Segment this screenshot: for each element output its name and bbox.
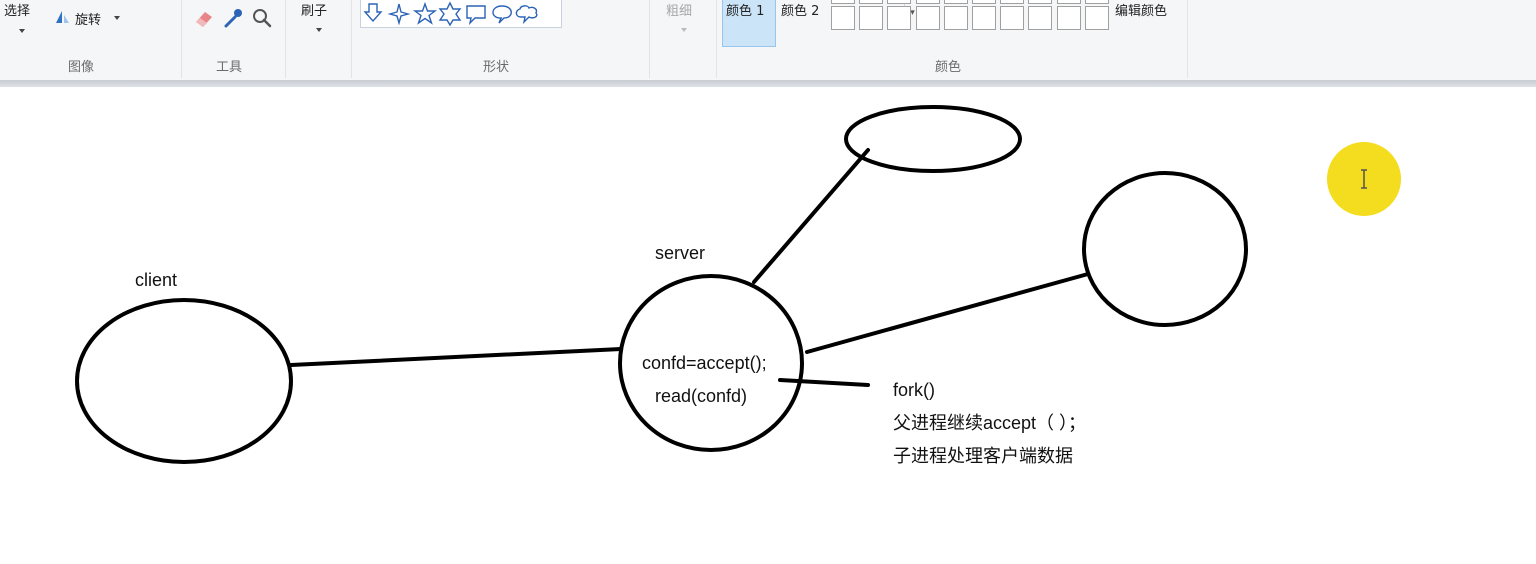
- size-dropdown-icon: [681, 28, 687, 32]
- text-cursor-icon: [1361, 169, 1367, 189]
- server-code-line1: confd=accept();: [642, 353, 767, 373]
- rect-callout-shape: [466, 5, 486, 26]
- fork-label: fork(): [893, 380, 935, 400]
- magnifier-icon[interactable]: [251, 7, 273, 29]
- rotate-icon[interactable]: [53, 8, 71, 26]
- color1-button[interactable]: [722, 0, 776, 47]
- color-swatch[interactable]: [1028, 6, 1053, 30]
- shapes-gallery[interactable]: ▾: [360, 0, 915, 28]
- color-swatch[interactable]: [972, 0, 996, 4]
- color1-label[interactable]: 颜色 1: [726, 4, 765, 19]
- brush-button[interactable]: 刷子: [301, 4, 328, 19]
- color-swatch[interactable]: [1000, 0, 1025, 4]
- select-dropdown-icon[interactable]: [19, 29, 25, 33]
- five-point-star-shape: [412, 1, 438, 25]
- cloud-callout-shape: [515, 5, 538, 25]
- color-swatch[interactable]: [1084, 0, 1109, 4]
- color-swatch[interactable]: [887, 0, 912, 4]
- fork-pointer-line: [778, 378, 870, 387]
- size-button: 粗细: [666, 4, 693, 19]
- rotate-dropdown-icon[interactable]: [114, 16, 120, 20]
- group-divider: [1187, 0, 1188, 78]
- rotate-button[interactable]: 旋转: [75, 13, 102, 28]
- color-swatch[interactable]: [887, 6, 912, 30]
- server-label: server: [655, 243, 706, 263]
- color-swatch[interactable]: [1084, 6, 1109, 30]
- ribbon-edge: [0, 80, 1536, 87]
- color-swatch[interactable]: [859, 0, 884, 4]
- parent-note: 父进程继续accept（ ）；: [893, 413, 1087, 433]
- brush-dropdown-icon[interactable]: [316, 28, 322, 32]
- color-swatch[interactable]: [943, 0, 968, 4]
- color-swatch[interactable]: [831, 0, 855, 4]
- colors-group-label: 颜色: [935, 60, 962, 75]
- child-process-ellipse-top: [844, 105, 1022, 173]
- color-swatch[interactable]: [859, 6, 884, 30]
- color-swatch[interactable]: [1028, 0, 1053, 4]
- ribbon-toolbar: 选择 旋转 图像 工具 刷子: [0, 0, 1536, 81]
- drawing-canvas[interactable]: client server confd=accept(); read(confd…: [0, 87, 1536, 564]
- server-right-line: [805, 272, 1090, 354]
- client-label: client: [135, 270, 178, 290]
- color2-button[interactable]: 颜色 2: [781, 4, 820, 19]
- eraser-icon[interactable]: [193, 7, 215, 29]
- color-swatch[interactable]: [915, 6, 940, 30]
- shapes-group-label: 形状: [483, 60, 510, 75]
- group-divider: [716, 0, 717, 78]
- color-swatch[interactable]: [831, 6, 855, 30]
- group-divider: [649, 0, 650, 78]
- select-button[interactable]: 选择: [4, 4, 31, 19]
- color-swatch[interactable]: [1056, 0, 1081, 4]
- client-server-line: [289, 347, 623, 367]
- server-top-line: [752, 148, 870, 284]
- group-divider: [351, 0, 352, 78]
- image-group-label: 图像: [68, 60, 95, 75]
- color-swatch[interactable]: [1056, 6, 1081, 30]
- oval-callout-shape: [492, 5, 512, 24]
- tools-group-label: 工具: [216, 60, 243, 75]
- server-circle: [618, 274, 804, 452]
- group-divider: [181, 0, 182, 78]
- six-point-star-shape: [438, 1, 462, 27]
- color-picker-icon[interactable]: [222, 7, 244, 29]
- group-divider: [285, 0, 286, 78]
- color-swatch[interactable]: [943, 6, 968, 30]
- client-circle: [75, 298, 293, 464]
- child-note: 子进程处理客户端数据: [893, 446, 1073, 466]
- child-process-circle-right: [1082, 171, 1248, 327]
- color-swatch[interactable]: [915, 0, 940, 4]
- edit-colors-button[interactable]: 编辑颜色: [1115, 4, 1168, 19]
- server-code-line2: read(confd): [655, 386, 748, 406]
- down-arrow-shape: [363, 3, 383, 23]
- color-swatch[interactable]: [1000, 6, 1025, 30]
- four-point-star-shape: [387, 3, 411, 26]
- color-swatch[interactable]: [972, 6, 996, 30]
